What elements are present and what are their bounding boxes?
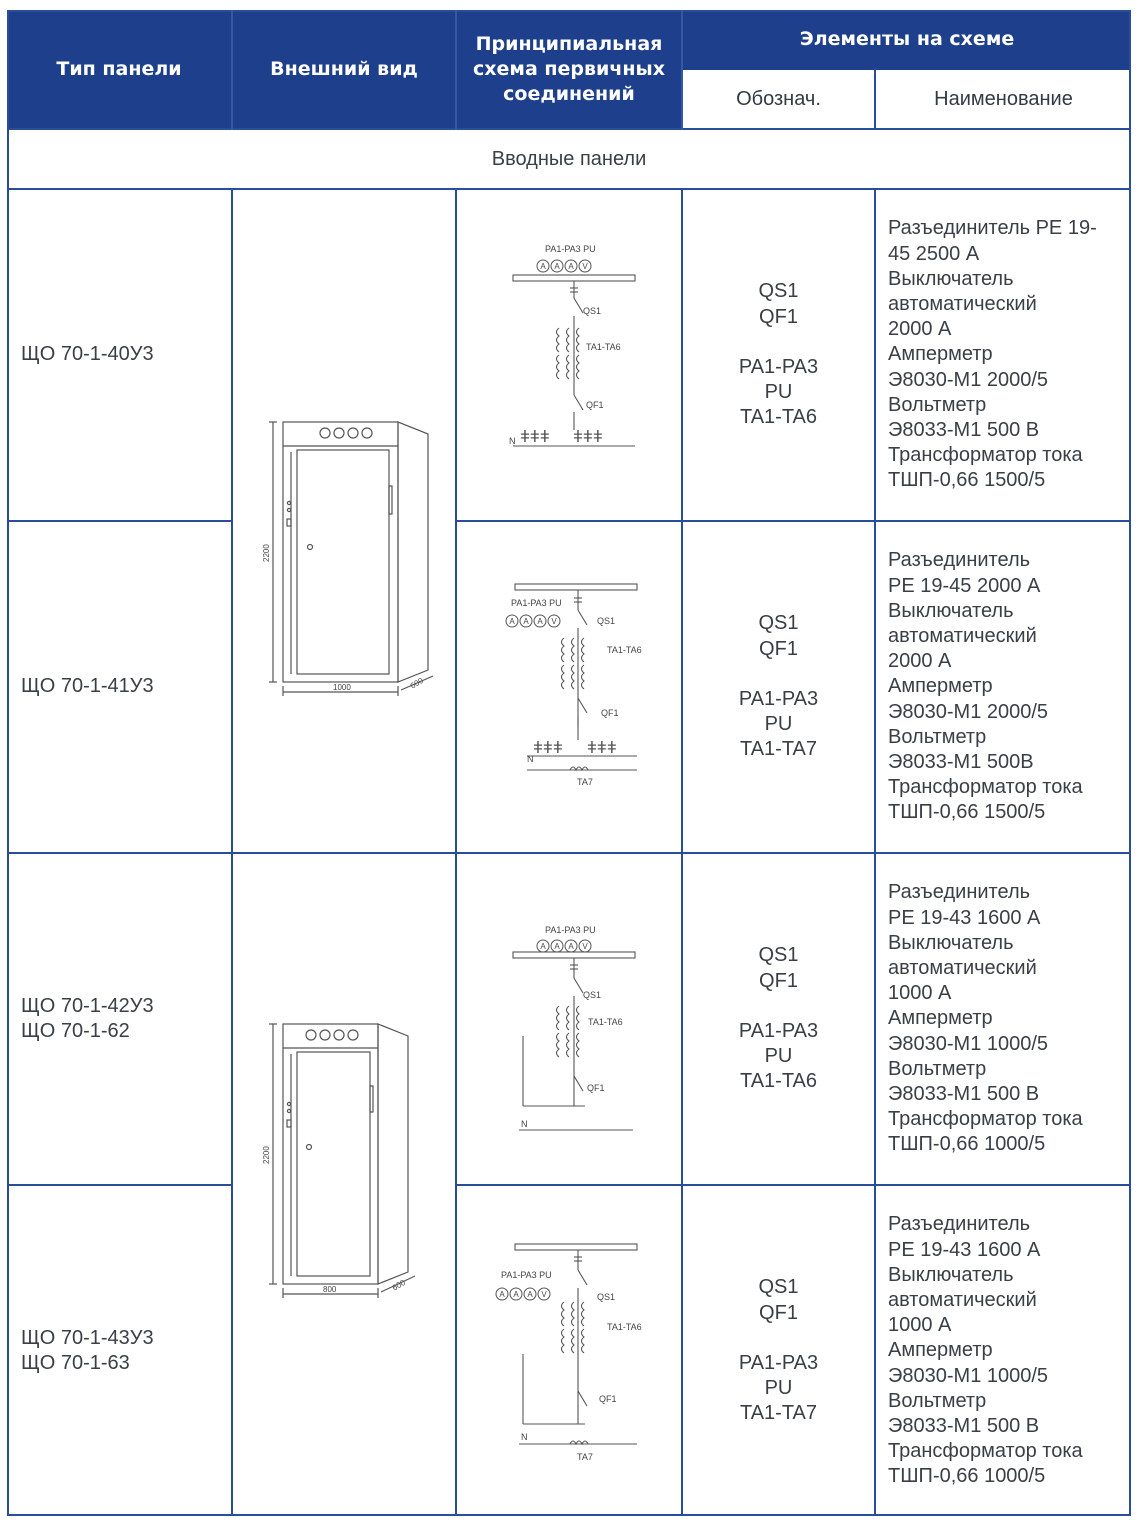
cabinet-height-label: 2200 — [262, 544, 271, 562]
svg-text:A: A — [537, 617, 543, 626]
svg-text:V: V — [582, 262, 588, 271]
grid-line — [874, 188, 876, 1516]
header-name: Наименование — [876, 70, 1131, 128]
grid-line — [7, 10, 9, 1516]
grid-line — [681, 188, 683, 1516]
grid-line — [7, 188, 1131, 190]
svg-text:QF1: QF1 — [587, 1083, 605, 1093]
svg-text:TA7: TA7 — [577, 1452, 593, 1462]
svg-text:PA1-PA3 PU: PA1-PA3 PU — [545, 244, 596, 254]
svg-text:PA1-PA3 PU: PA1-PA3 PU — [545, 925, 596, 935]
svg-text:N: N — [521, 1119, 528, 1129]
cabinet-width-label: 800 — [323, 1285, 337, 1294]
panel-type-cell: ЩО 70-1-41У3 — [21, 675, 154, 698]
header-type: Тип панели — [7, 10, 231, 128]
svg-text:N: N — [521, 1432, 528, 1442]
grid-line — [7, 852, 1131, 854]
grid-line — [455, 10, 457, 130]
grid-line — [455, 1184, 1131, 1186]
grid-line — [7, 1184, 233, 1186]
svg-text:N: N — [509, 436, 516, 446]
grid-line — [455, 520, 1131, 522]
svg-text:QS1: QS1 — [597, 616, 615, 626]
svg-text:A: A — [509, 617, 515, 626]
svg-text:PA1-PA3 PU: PA1-PA3 PU — [501, 1270, 552, 1280]
svg-text:A: A — [540, 262, 546, 271]
svg-text:QF1: QF1 — [599, 1394, 617, 1404]
svg-text:A: A — [568, 262, 574, 271]
grid-line — [7, 128, 1131, 130]
grid-line — [1129, 10, 1131, 1516]
grid-line — [683, 68, 1131, 70]
svg-text:ǂǂǂ: ǂǂǂ — [587, 738, 617, 757]
svg-text:QS1: QS1 — [583, 990, 601, 1000]
svg-text:PA1-PA3 PU: PA1-PA3 PU — [511, 598, 562, 608]
grid-line — [7, 1514, 1131, 1516]
svg-text:A: A — [540, 942, 546, 951]
header-scheme: Принципиальная схема первичных соединени… — [457, 10, 681, 128]
grid-line — [7, 520, 233, 522]
grid-line — [681, 10, 683, 130]
section-title: Вводные панели — [491, 147, 647, 170]
header-code: Обознач. — [683, 70, 874, 128]
svg-text:ǂǂǂ: ǂǂǂ — [520, 427, 550, 446]
svg-text:QS1: QS1 — [597, 1292, 615, 1302]
cabinet-width-label: 1000 — [333, 683, 351, 692]
svg-text:A: A — [499, 1290, 505, 1299]
svg-text:ǂǂǂ: ǂǂǂ — [533, 738, 563, 757]
svg-text:ǂǂǂ: ǂǂǂ — [573, 427, 603, 446]
svg-text:V: V — [541, 1290, 547, 1299]
svg-text:TA1-TA6: TA1-TA6 — [586, 342, 621, 352]
cabinet-drawing-800: 2200 800 600 — [262, 1023, 416, 1298]
svg-text:A: A — [568, 942, 574, 951]
cabinet-depth-label: 600 — [391, 1278, 408, 1293]
svg-text:V: V — [582, 942, 588, 951]
svg-text:QS1: QS1 — [583, 306, 601, 316]
svg-text:TA1-TA6: TA1-TA6 — [588, 1017, 623, 1027]
header-view: Внешний вид — [233, 10, 455, 128]
svg-text:QF1: QF1 — [601, 708, 619, 718]
cabinet-height-label: 2200 — [262, 1146, 271, 1164]
svg-text:TA1-TA6: TA1-TA6 — [607, 645, 642, 655]
grid-line — [231, 188, 233, 1516]
grid-line — [231, 10, 233, 130]
panel-type-cell: ЩО 70-1-40У3 — [21, 343, 154, 366]
svg-text:A: A — [554, 262, 560, 271]
svg-text:A: A — [513, 1290, 519, 1299]
svg-text:N: N — [527, 754, 534, 764]
svg-text:A: A — [523, 617, 529, 626]
cabinet-depth-label: 600 — [409, 676, 426, 691]
cabinet-drawing-1000: 2200 1000 600 — [262, 421, 434, 696]
svg-text:TA1-TA6: TA1-TA6 — [607, 1322, 642, 1332]
panel-table: Тип панели Внешний вид Принципиальная сх… — [7, 10, 1131, 1516]
grid-line — [7, 10, 1131, 12]
grid-line — [874, 68, 876, 130]
grid-line — [455, 188, 457, 1516]
svg-text:A: A — [554, 942, 560, 951]
header-elements: Элементы на схеме — [683, 10, 1131, 68]
svg-text:V: V — [551, 617, 557, 626]
svg-text:QF1: QF1 — [586, 400, 604, 410]
svg-text:TA7: TA7 — [577, 777, 593, 787]
svg-text:A: A — [527, 1290, 533, 1299]
